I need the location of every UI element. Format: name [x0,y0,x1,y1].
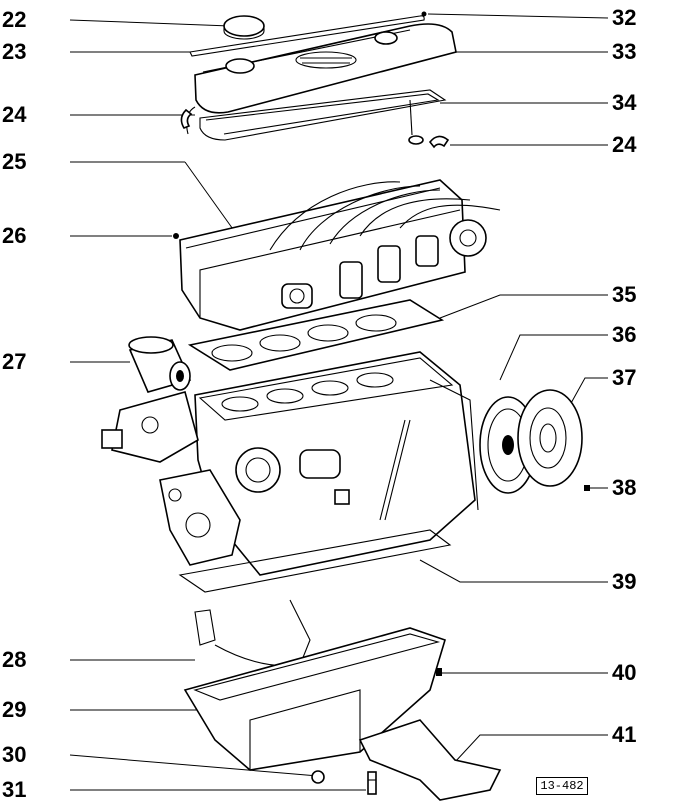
cylinder-head [173,179,501,331]
oil-pan [183,627,446,771]
callout-39: 39 [612,569,637,594]
callout-32: 32 [612,5,637,30]
callout-33: 33 [612,39,637,64]
head-gasket [187,299,445,371]
engine-mount-bracket [101,391,199,463]
callout-35: 35 [612,282,637,307]
camshaft-seal-right [428,135,450,149]
callout-30: 30 [2,742,27,767]
drain-plug [311,770,325,784]
callout-27: 27 [2,349,27,374]
callout-34: 34 [612,90,637,115]
transmission-support [358,719,502,801]
engine-block [194,351,479,576]
pan-bolt-small [436,668,442,676]
oil-pump [159,469,241,566]
oil-filter [128,336,192,393]
oil-pan-bolt [367,771,377,795]
oil-filler-cap [223,15,265,40]
callout-22: 22 [2,7,27,32]
callout-41: 41 [612,722,637,747]
callout-31: 31 [2,777,27,802]
callout-26: 26 [2,223,27,248]
callout-29: 29 [2,697,27,722]
callout-40: 40 [612,660,637,685]
figure-reference-code: 13-482 [536,777,588,795]
callout-25: 25 [2,149,27,174]
callout-38: 38 [612,475,637,500]
callout-23: 23 [2,39,27,64]
valve-cover [194,11,457,114]
callout-36: 36 [612,322,637,347]
callout-28: 28 [2,647,27,672]
callout-24-left: 24 [2,102,27,127]
valve-cover-gasket [186,89,447,145]
camshaft-seal-left [180,108,193,129]
oil-pan-gasket [178,529,452,593]
callout-37: 37 [612,365,637,390]
leader-lines [69,13,609,791]
valve-cover-strip [189,15,425,57]
pressure-plate-bolt [584,485,590,491]
callout-24-right: 24 [612,132,637,157]
pressure-plate [517,389,583,487]
